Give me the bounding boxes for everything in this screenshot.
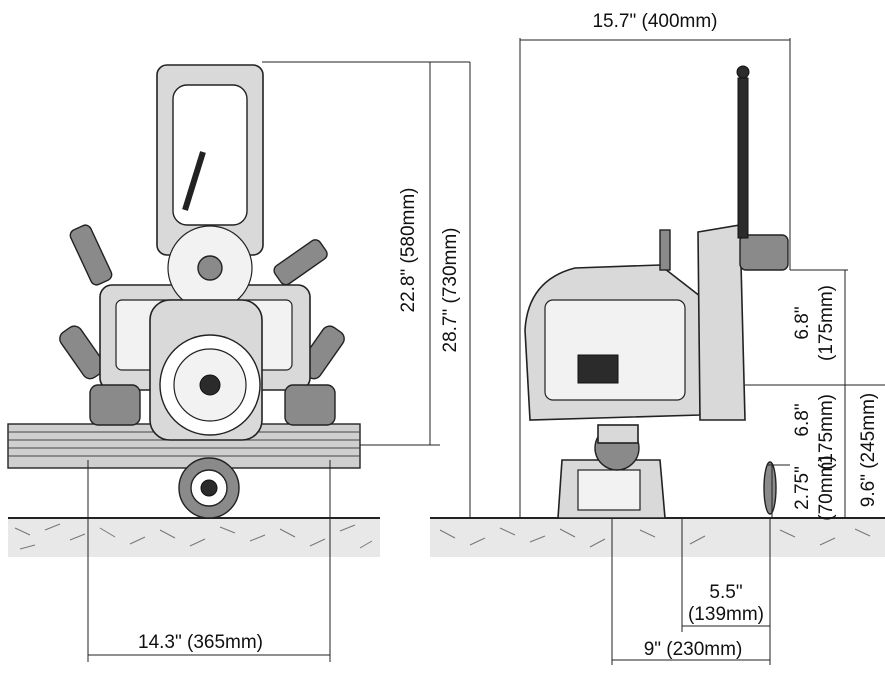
cut-depth-mm-label: (70mm) [816,455,837,520]
blade-lower-in-label: 6.8" [792,403,813,436]
cut-depth-in-label: 2.75" [792,466,813,510]
side-length-label: 15.7" (400mm) [592,11,717,32]
offset-small-in-label: 5.5" [709,582,742,603]
side-view-machine [524,65,789,519]
total-height-label: 28.7" (730mm) [440,227,461,352]
offset-small-mm-label: (139mm) [688,604,764,625]
ground-left [8,517,380,557]
offset-large-label: 9" (230mm) [644,639,743,660]
overall-width-label: 14.3" (365mm) [138,632,263,653]
dimension-lines [87,38,885,665]
blade-upper-in-label: 6.8" [792,306,813,339]
ground-right [430,517,885,557]
blade-lower-mm-label: (175mm) [816,394,837,470]
blade-upper-mm-label: (175mm) [816,285,837,361]
right-height-label: 9.6" (245mm) [858,393,879,507]
front-view-machine [7,64,361,519]
upper-height-label: 22.8" (580mm) [398,187,419,312]
